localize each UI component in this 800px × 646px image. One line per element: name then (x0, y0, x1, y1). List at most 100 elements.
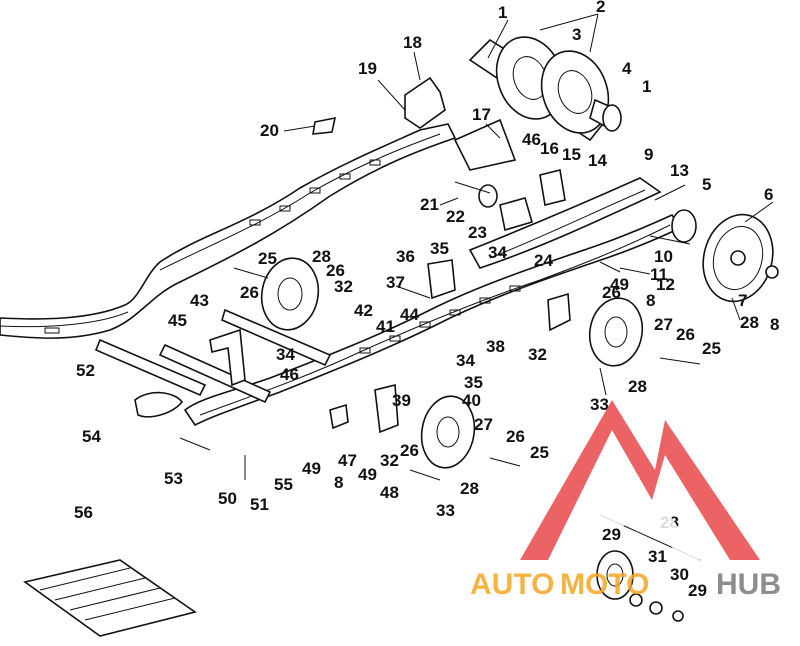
callout-label: 39 (392, 391, 411, 410)
callout-label: 26 (326, 261, 345, 280)
callout-label: 13 (670, 161, 689, 180)
callout-label: 11 (650, 265, 668, 284)
callout-label: 4 (622, 59, 632, 78)
callout-label: 7 (738, 291, 747, 310)
callout-label: 19 (358, 59, 377, 78)
callout-label: 20 (260, 121, 279, 140)
callout-label: 25 (530, 443, 549, 462)
left-rail (0, 123, 457, 339)
callout-label: 6 (764, 185, 773, 204)
callout-label: 15 (562, 145, 581, 164)
callout-label: 28 (628, 377, 647, 396)
brackets (329, 169, 571, 434)
callout-label: 49 (610, 275, 629, 294)
callout-label: 28 (460, 479, 479, 498)
callout-label: 35 (464, 373, 483, 392)
callout-label: 8 (646, 291, 655, 310)
callout-label: 30 (670, 565, 689, 584)
callout-label: 33 (590, 395, 609, 414)
callout-label: 46 (522, 130, 541, 149)
callout-label: 43 (190, 291, 209, 310)
callout-label: 34 (276, 345, 295, 364)
callout-label: 47 (338, 451, 357, 470)
callout-label: 24 (534, 251, 553, 270)
callout-label: 36 (396, 247, 415, 266)
callout-label: 45 (168, 311, 187, 330)
callout-label: 55 (274, 475, 293, 494)
callout-label: 34 (456, 351, 475, 370)
callout-label: 40 (462, 391, 481, 410)
callout-label: 1 (642, 77, 651, 96)
watermark-logo (520, 400, 760, 560)
callout-label: 34 (488, 243, 507, 262)
callout-label: 37 (386, 273, 405, 292)
callout-label: 14 (588, 151, 607, 170)
callout-label: 5 (702, 175, 711, 194)
cross-shafts (94, 308, 332, 404)
track-section (23, 559, 197, 637)
watermark-text-hub: HUB (716, 568, 781, 601)
callout-label: 51 (250, 495, 269, 514)
callout-label: 26 (506, 427, 525, 446)
callout-label: 29 (688, 581, 707, 600)
callout-label: 21 (420, 195, 439, 214)
callout-label: 49 (358, 465, 377, 484)
callout-label: 2 (596, 0, 605, 16)
callout-label: 3 (572, 25, 581, 44)
bumper-block (134, 391, 184, 418)
callout-label: 25 (702, 339, 721, 358)
callout-label: 35 (430, 239, 449, 258)
callout-label: 26 (676, 325, 695, 344)
autmotohub-watermark: AUTO MOTO HUB (470, 400, 781, 601)
callout-label: 32 (528, 345, 547, 364)
callout-label: 54 (82, 427, 101, 446)
callout-label: 27 (474, 415, 493, 434)
callout-label: 44 (400, 305, 419, 324)
callout-label: 26 (602, 283, 621, 302)
callout-label: 8 (770, 315, 779, 334)
callout-label: 41 (376, 317, 395, 336)
watermark-text-auto: AUTO (470, 568, 554, 601)
callout-label: 32 (334, 277, 353, 296)
mid-wheel-left (260, 257, 320, 331)
callout-label: 28 (740, 313, 759, 332)
lower-wheel (420, 395, 476, 469)
callout-label: 32 (380, 451, 399, 470)
callout-label: 10 (654, 247, 673, 266)
callout-label: 8 (334, 473, 343, 492)
front-bracket (312, 76, 517, 171)
bolts (179, 181, 701, 481)
callout-label: 49 (302, 459, 321, 478)
callout-label: 23 (468, 223, 487, 242)
callout-label: 25 (258, 249, 277, 268)
callout-label: 27 (654, 315, 673, 334)
front-axle-assembly (468, 36, 622, 142)
callout-label: 42 (354, 301, 373, 320)
callout-label: 28 (312, 247, 331, 266)
upper-arm (468, 177, 662, 269)
callout-label: 33 (436, 501, 455, 520)
callout-label: 56 (74, 503, 93, 522)
callout-label: 48 (380, 483, 399, 502)
callout-label: 50 (218, 489, 237, 508)
watermark-text-moto: MOTO (560, 568, 649, 601)
callout-label: 22 (446, 207, 465, 226)
callout-label: 38 (486, 337, 505, 356)
leader-lines (283, 13, 774, 321)
mid-wheel-right (588, 297, 644, 367)
callout-label: 31 (648, 547, 667, 566)
callout-label: 29 (602, 525, 621, 544)
callout-label: 12 (656, 275, 675, 294)
callout-label: 9 (644, 145, 653, 164)
callout-label: 26 (240, 283, 259, 302)
callout-label: 52 (76, 361, 95, 380)
callout-label: 1 (498, 3, 507, 22)
callout-label: 53 (164, 469, 183, 488)
callout-label: 16 (540, 139, 559, 158)
callout-label: 46 (280, 365, 299, 384)
callout-label: 17 (472, 105, 491, 124)
rear-idler-wheel (671, 209, 779, 303)
callout-label: 18 (403, 33, 422, 52)
